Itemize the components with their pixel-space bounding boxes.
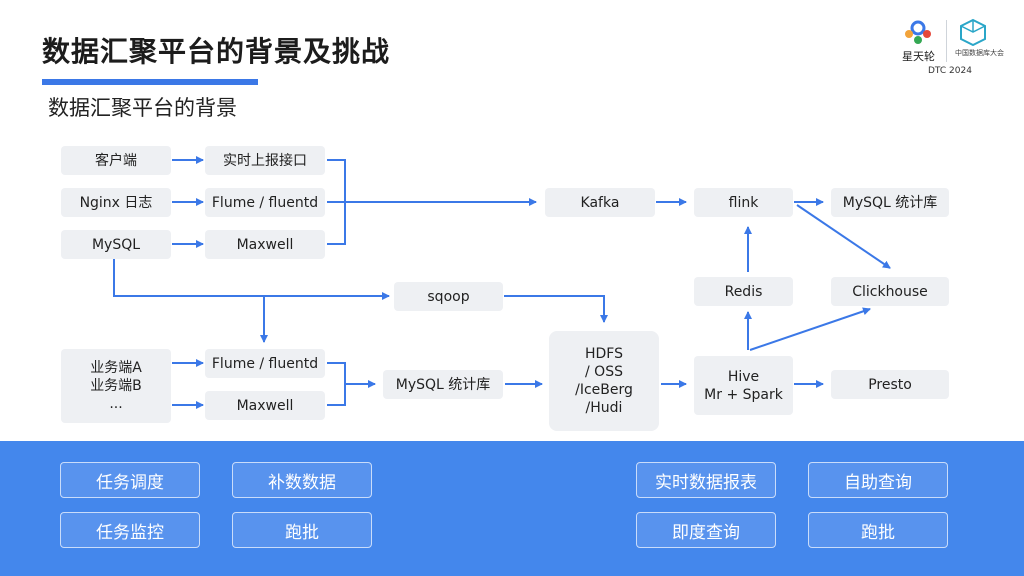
page-subtitle: 数据汇聚平台的背景 [48, 96, 237, 120]
run-batch-button-right[interactable]: 跑批 [808, 512, 948, 548]
node-nginx-log: Nginx 日志 [61, 188, 171, 217]
node-redis: Redis [694, 277, 793, 306]
node-realtime-api: 实时上报接口 [205, 146, 325, 175]
backfill-data-button[interactable]: 补数数据 [232, 462, 372, 498]
connector-mysql-down [113, 258, 390, 300]
node-hive-spark: Hive Mr + Spark [694, 356, 793, 415]
node-sqoop: sqoop [394, 282, 503, 311]
conference-cube-icon [960, 18, 986, 47]
node-clickhouse: Clickhouse [831, 277, 949, 306]
arrow-sqoop-to-hdfs [504, 295, 608, 323]
node-business-apps: 业务端A 业务端B ... [61, 349, 171, 423]
node-mysql: MySQL [61, 230, 171, 259]
conference-name: 中国数据库大会 [955, 49, 1004, 57]
node-mysql-stats-2: MySQL 统计库 [383, 370, 503, 399]
task-monitor-button[interactable]: 任务监控 [60, 512, 200, 548]
self-query-button[interactable]: 自助查询 [808, 462, 948, 498]
company-logo: 星天轮 [900, 18, 936, 63]
node-flume-fluentd-2: Flume / fluentd [205, 349, 325, 378]
node-mysql-stats-1: MySQL 统计库 [831, 188, 949, 217]
arrow-flink-to-clickhouse [796, 204, 891, 269]
event-label: DTC 2024 [928, 66, 972, 76]
task-schedule-button[interactable]: 任务调度 [60, 462, 200, 498]
node-maxwell-1: Maxwell [205, 230, 325, 259]
title-underline [42, 79, 258, 85]
node-maxwell-2: Maxwell [205, 391, 325, 420]
run-batch-button-left[interactable]: 跑批 [232, 512, 372, 548]
adhoc-query-button[interactable]: 即度查询 [636, 512, 776, 548]
node-hdfs-storage: HDFS / OSS /IceBerg /Hudi [549, 331, 659, 431]
node-flume-fluentd-1: Flume / fluentd [205, 188, 325, 217]
node-kafka: Kafka [545, 188, 655, 217]
node-client: 客户端 [61, 146, 171, 175]
page-title: 数据汇聚平台的背景及挑战 [42, 35, 391, 68]
merge-bracket-bottom [327, 362, 346, 406]
node-presto: Presto [831, 370, 949, 399]
realtime-report-button[interactable]: 实时数据报表 [636, 462, 776, 498]
logo-divider [946, 20, 947, 62]
company-logo-icon [905, 20, 931, 44]
arrow-hive-to-clickhouse [749, 307, 871, 351]
node-flink: flink [694, 188, 793, 217]
company-logo-text: 星天轮 [902, 50, 935, 63]
conference-logo: 中国数据库大会 [955, 18, 1004, 57]
